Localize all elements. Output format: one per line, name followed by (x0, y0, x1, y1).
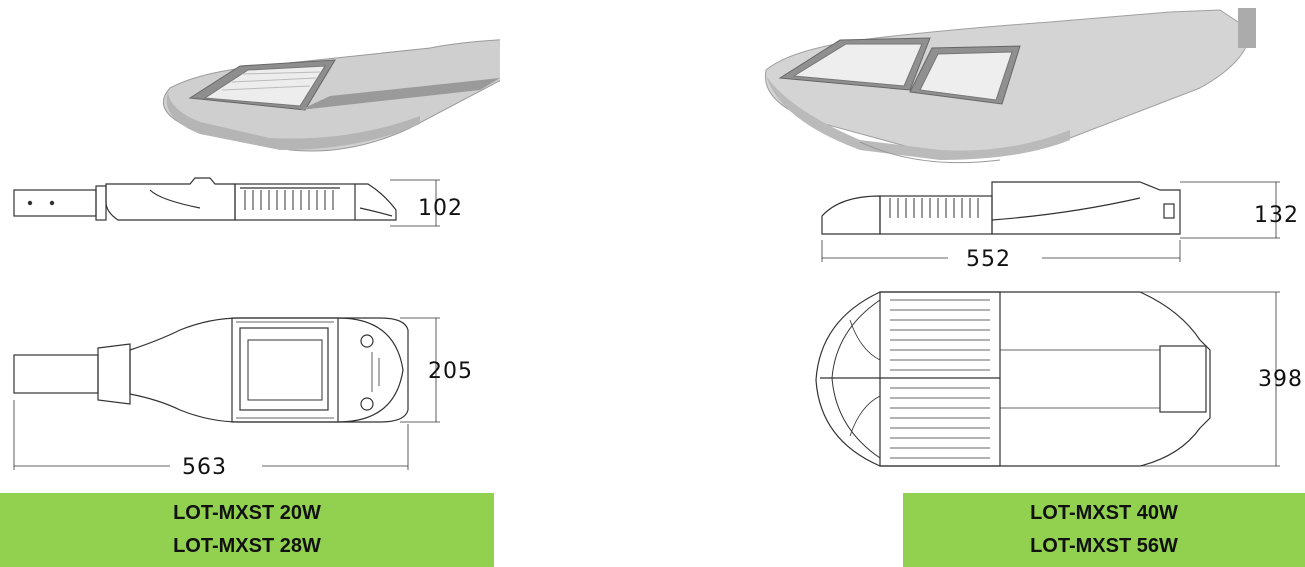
left-top-view (13, 317, 440, 470)
right-3d-render (764, 8, 1256, 164)
left-drawings: 102 205 563 (13, 21, 642, 480)
left-side-height-label: 102 (418, 196, 463, 221)
left-top-length-label: 563 (182, 455, 227, 480)
right-top-view (815, 291, 1280, 467)
right-side-view (821, 181, 1280, 262)
right-model-label-2: LOT-MXST 56W (1030, 535, 1178, 557)
left-model-label-2: LOT-MXST 28W (173, 535, 321, 557)
right-side-length-label: 552 (966, 247, 1011, 272)
right-product: 132 552 (740, 0, 1305, 567)
left-product: 102 205 563 (0, 0, 642, 567)
left-model-label-1: LOT-MXST 20W (173, 502, 321, 524)
left-model-label-bar: LOT-MXST 20W LOT-MXST 28W (0, 493, 494, 567)
left-side-view (13, 177, 440, 227)
right-side-height-label: 132 (1254, 203, 1299, 228)
right-model-label-1: LOT-MXST 40W (1030, 502, 1178, 524)
right-drawings: 132 552 (764, 8, 1303, 467)
left-3d-render (162, 21, 642, 152)
left-top-width-label: 205 (428, 359, 473, 384)
right-model-label-bar: LOT-MXST 40W LOT-MXST 56W (903, 493, 1305, 567)
right-top-width-label: 398 (1258, 367, 1303, 392)
